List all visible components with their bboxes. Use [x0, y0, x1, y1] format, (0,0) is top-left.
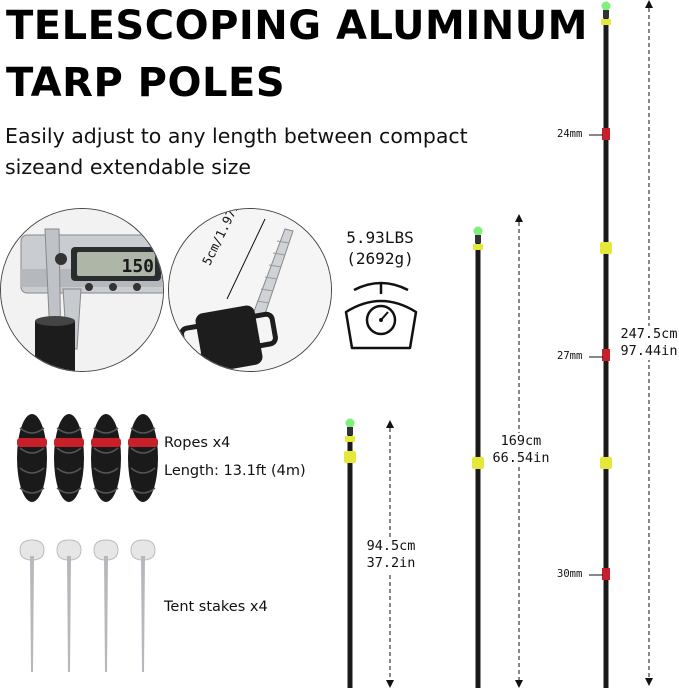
ropes-illustration	[17, 414, 158, 502]
rope-coil-1	[17, 414, 47, 502]
headline-line-1: TELESCOPING ALUMINUM	[6, 3, 588, 49]
weight-grams: (2692g)	[346, 249, 414, 268]
diameter-27mm-leader	[589, 356, 603, 358]
large-pole	[600, 1, 612, 688]
scale-icon	[344, 281, 418, 350]
caliper-detail-circle: 150	[0, 208, 164, 372]
spike-detail-circle: 5cm/1.97in	[168, 208, 332, 372]
medium-pole-cm: 169cm	[500, 433, 542, 449]
subtitle-line-1: Easily adjust to any length between comp…	[5, 124, 468, 148]
large-pole-length: 247.5cm 97.44in	[620, 326, 678, 360]
stake-1	[19, 539, 45, 672]
rope-coil-3	[91, 414, 121, 502]
stakes-illustration	[19, 539, 156, 672]
medium-pole	[472, 226, 484, 688]
weight-lbs: 5.93LBS	[346, 228, 414, 247]
stake-3	[93, 539, 119, 672]
small-pole-length: 94.5cm 37.2in	[363, 538, 419, 572]
diameter-24mm-label: 24mm	[557, 128, 583, 140]
rope-coil-2	[54, 414, 84, 502]
headline-line-2: TARP POLES	[6, 60, 286, 106]
caliper-reading: 150	[121, 256, 154, 277]
subtitle-line-2: sizeand extendable size	[5, 155, 252, 179]
caliper-icon	[1, 209, 163, 371]
medium-pole-dimension-line	[515, 214, 523, 688]
ropes-count-label: Ropes x4	[164, 435, 231, 451]
small-pole-cm: 94.5cm	[366, 538, 416, 554]
diameter-30mm-leader	[589, 574, 603, 576]
stake-2	[56, 539, 82, 672]
stake-4	[130, 539, 156, 672]
diameter-24mm-leader	[589, 134, 603, 136]
medium-pole-length: 169cm 66.54in	[492, 433, 550, 467]
small-pole-in: 37.2in	[366, 554, 416, 571]
spike-tip-icon	[169, 209, 331, 371]
medium-pole-in: 66.54in	[492, 449, 550, 466]
diameter-27mm-label: 27mm	[557, 350, 583, 362]
diameter-30mm-label: 30mm	[557, 568, 583, 580]
stakes-count-label: Tent stakes x4	[164, 599, 268, 615]
ropes-length-label: Length: 13.1ft (4m)	[164, 463, 306, 479]
large-pole-in: 97.44in	[620, 342, 678, 359]
small-pole	[344, 418, 356, 688]
large-pole-cm: 247.5cm	[620, 326, 678, 342]
rope-coil-4	[128, 414, 158, 502]
